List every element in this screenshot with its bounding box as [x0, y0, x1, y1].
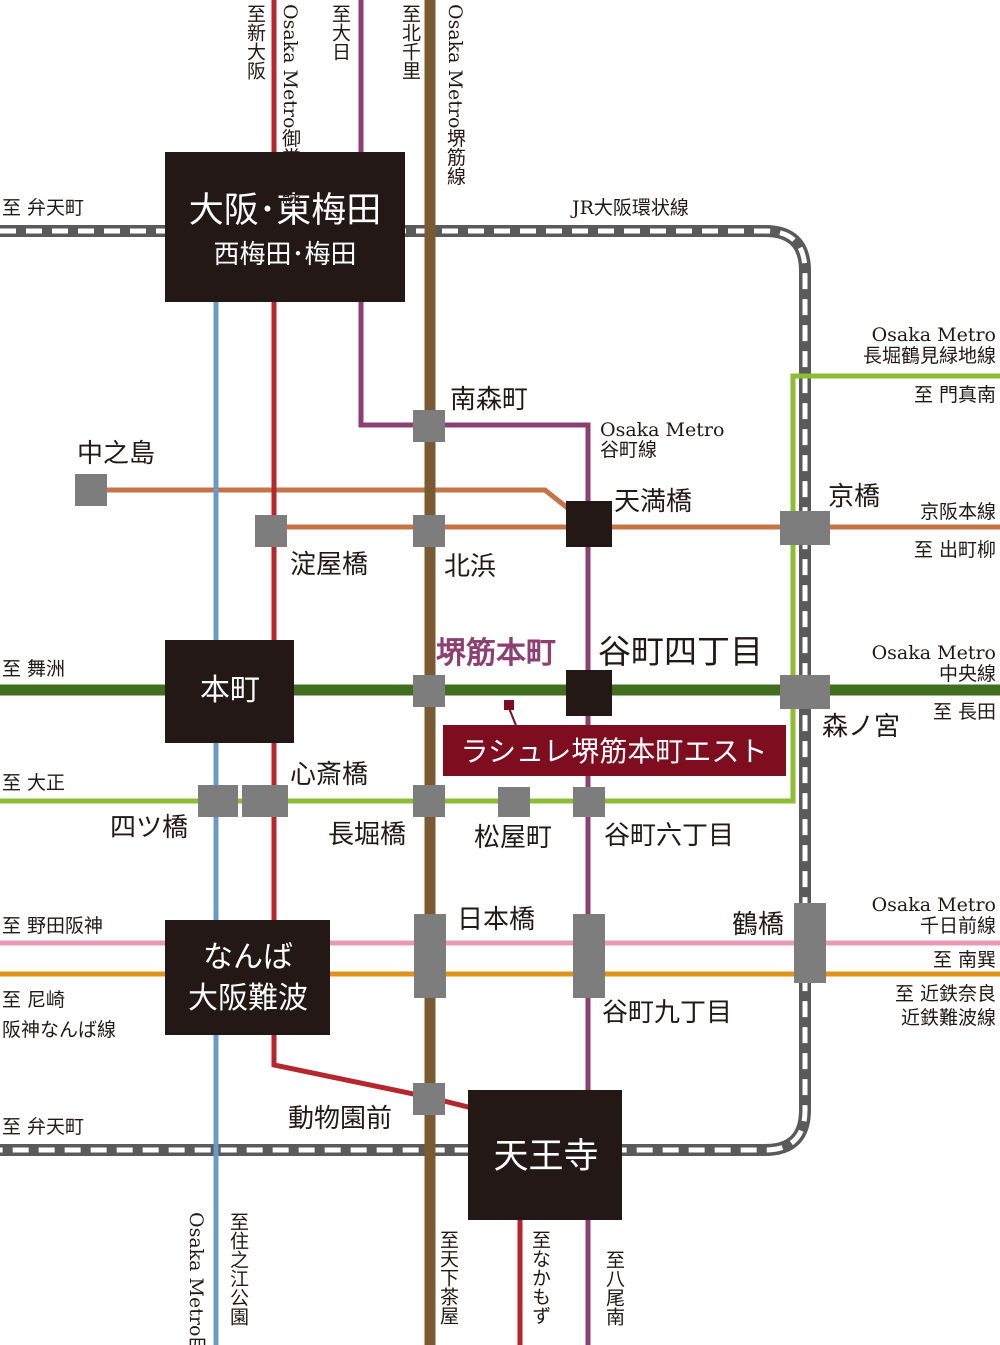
label-matsuyamachi: 松屋町 — [474, 823, 552, 853]
label-keihan-line: 京阪本線 — [920, 501, 996, 523]
label-nagahoribashi: 長堀橋 — [328, 820, 406, 850]
label-midosuji-line: Osaka Metro御堂筋線 — [279, 4, 301, 204]
station-morinomiya-marker — [780, 675, 830, 709]
label-shinsaibashi: 心斎橋 — [290, 760, 368, 790]
label-kitahama: 北浜 — [444, 552, 496, 582]
hub-namba-label-2: 大阪難波 — [188, 981, 308, 1016]
label-hanshin-namba: 阪神なんば線 — [2, 1019, 116, 1041]
station-shinsaibashi-marker — [242, 785, 288, 817]
property-name: ラシュレ堺筋本町エスト — [461, 735, 768, 768]
label-to-taisho: 至 大正 — [2, 772, 65, 794]
label-chuo-line-2: 中央線 — [939, 663, 996, 685]
label-sakaisuji-honmachi: 堺筋本町 — [436, 636, 556, 671]
keihan-line — [90, 487, 1000, 530]
label-tanimachi9: 谷町九丁目 — [602, 998, 732, 1028]
station-minamimorimachi-marker — [413, 410, 445, 442]
label-to-shinosaka: 至新大阪 — [244, 4, 266, 80]
label-tsuruhashi: 鶴橋 — [732, 910, 784, 940]
label-tenmabashi: 天満橋 — [614, 487, 692, 517]
label-to-bentencho-top: 至 弁天町 — [2, 197, 84, 219]
label-yotsubashi: 四ツ橋 — [110, 813, 188, 843]
station-markers — [75, 410, 830, 1115]
hub-tanimachi4-box — [566, 670, 612, 716]
nagahori-line — [0, 373, 1000, 804]
label-to-maishima: 至 舞洲 — [2, 658, 65, 680]
station-kyobashi-marker — [780, 511, 830, 545]
station-matsuyamachi-marker — [498, 787, 530, 817]
hub-tennoji — [468, 1090, 622, 1220]
property-pointer — [508, 707, 518, 729]
label-to-bentencho-bottom: 至 弁天町 — [2, 1116, 84, 1138]
label-tanimachi4: 谷町四丁目 — [598, 632, 763, 671]
label-chuo-line-1: Osaka Metro — [872, 642, 996, 664]
label-dobutsuenmae: 動物園前 — [288, 1104, 392, 1134]
label-kyobashi: 京橋 — [828, 482, 880, 512]
label-to-suminoekoen: 至住之江公園 — [227, 1212, 249, 1326]
label-to-minamitatsumi: 至 南巽 — [933, 949, 996, 971]
station-kitahama-marker — [413, 515, 445, 547]
label-nakanoshima: 中之島 — [77, 439, 155, 469]
label-yotsubashi-line: Osaka Metro四つ橋線 — [185, 1212, 207, 1345]
label-jr-loop: JR大阪環状線 — [570, 197, 689, 219]
station-nakanoshima-marker — [75, 474, 107, 506]
hub-namba — [165, 920, 330, 1035]
station-tanimachi9-marker — [573, 914, 605, 998]
property-dot — [504, 700, 514, 710]
hub-tennoji-label: 天王寺 — [493, 1137, 598, 1177]
hub-tenmabashi-box — [566, 501, 612, 547]
station-tanimachi6-marker — [573, 787, 605, 817]
station-sakaisuji-honmachi-marker — [413, 675, 445, 707]
label-to-tengachaya: 至天下茶屋 — [437, 1230, 459, 1325]
label-nipponbashi: 日本橋 — [457, 905, 535, 935]
hub-honmachi-label: 本町 — [200, 673, 260, 708]
label-to-yaominami: 至八尾南 — [603, 1250, 625, 1326]
label-yodoyabashi: 淀屋橋 — [290, 550, 368, 580]
label-to-nakamozu: 至なかもず — [529, 1230, 551, 1325]
station-nagahoribashi-marker — [413, 785, 445, 817]
label-to-dainichi: 至大日 — [329, 4, 351, 61]
label-to-kintetsunara: 至 近鉄奈良 — [895, 983, 996, 1005]
label-to-nodahanshin: 至 野田阪神 — [2, 915, 103, 937]
label-tanimachi6: 谷町六丁目 — [604, 821, 734, 851]
label-tanimachi-line-1: Osaka Metro — [600, 419, 724, 441]
hub-umeda-sub: 西梅田･梅田 — [213, 240, 356, 270]
station-nipponbashi-marker — [414, 914, 446, 998]
hub-umeda — [165, 152, 405, 302]
label-to-nagata: 至 長田 — [933, 701, 996, 723]
label-tanimachi-line-2: 谷町線 — [600, 439, 657, 461]
label-morinomiya: 森ノ宮 — [822, 712, 900, 742]
label-to-amagasaki: 至 尼崎 — [2, 989, 65, 1011]
label-nagahori-line-2: 長堀鶴見緑地線 — [863, 345, 996, 367]
station-yotsubashi-marker — [198, 785, 238, 817]
hub-namba-label-1: なんば — [203, 940, 293, 975]
label-minamimorimachi: 南森町 — [450, 385, 528, 415]
property-box — [443, 725, 786, 776]
label-to-kitasenri: 至北千里 — [399, 4, 421, 80]
label-kintetsu-namba: 近鉄難波線 — [901, 1007, 996, 1029]
station-dobutsuenmae-marker — [413, 1083, 445, 1115]
label-to-demachiyanagi: 至 出町柳 — [914, 539, 996, 561]
label-sennichimae-line-2: 千日前線 — [920, 915, 996, 937]
hub-honmachi — [165, 640, 294, 743]
label-to-kadomaminami: 至 門真南 — [914, 384, 996, 406]
label-sakaisuji-line: Osaka Metro堺筋線 — [444, 4, 466, 185]
label-nagahori-line-1: Osaka Metro — [872, 324, 996, 346]
station-tsuruhashi-marker — [794, 903, 826, 983]
hub-umeda-main: 大阪･東梅田 — [189, 191, 382, 231]
label-sennichimae-line-1: Osaka Metro — [872, 894, 996, 916]
station-yodoyabashi-marker — [255, 515, 287, 547]
